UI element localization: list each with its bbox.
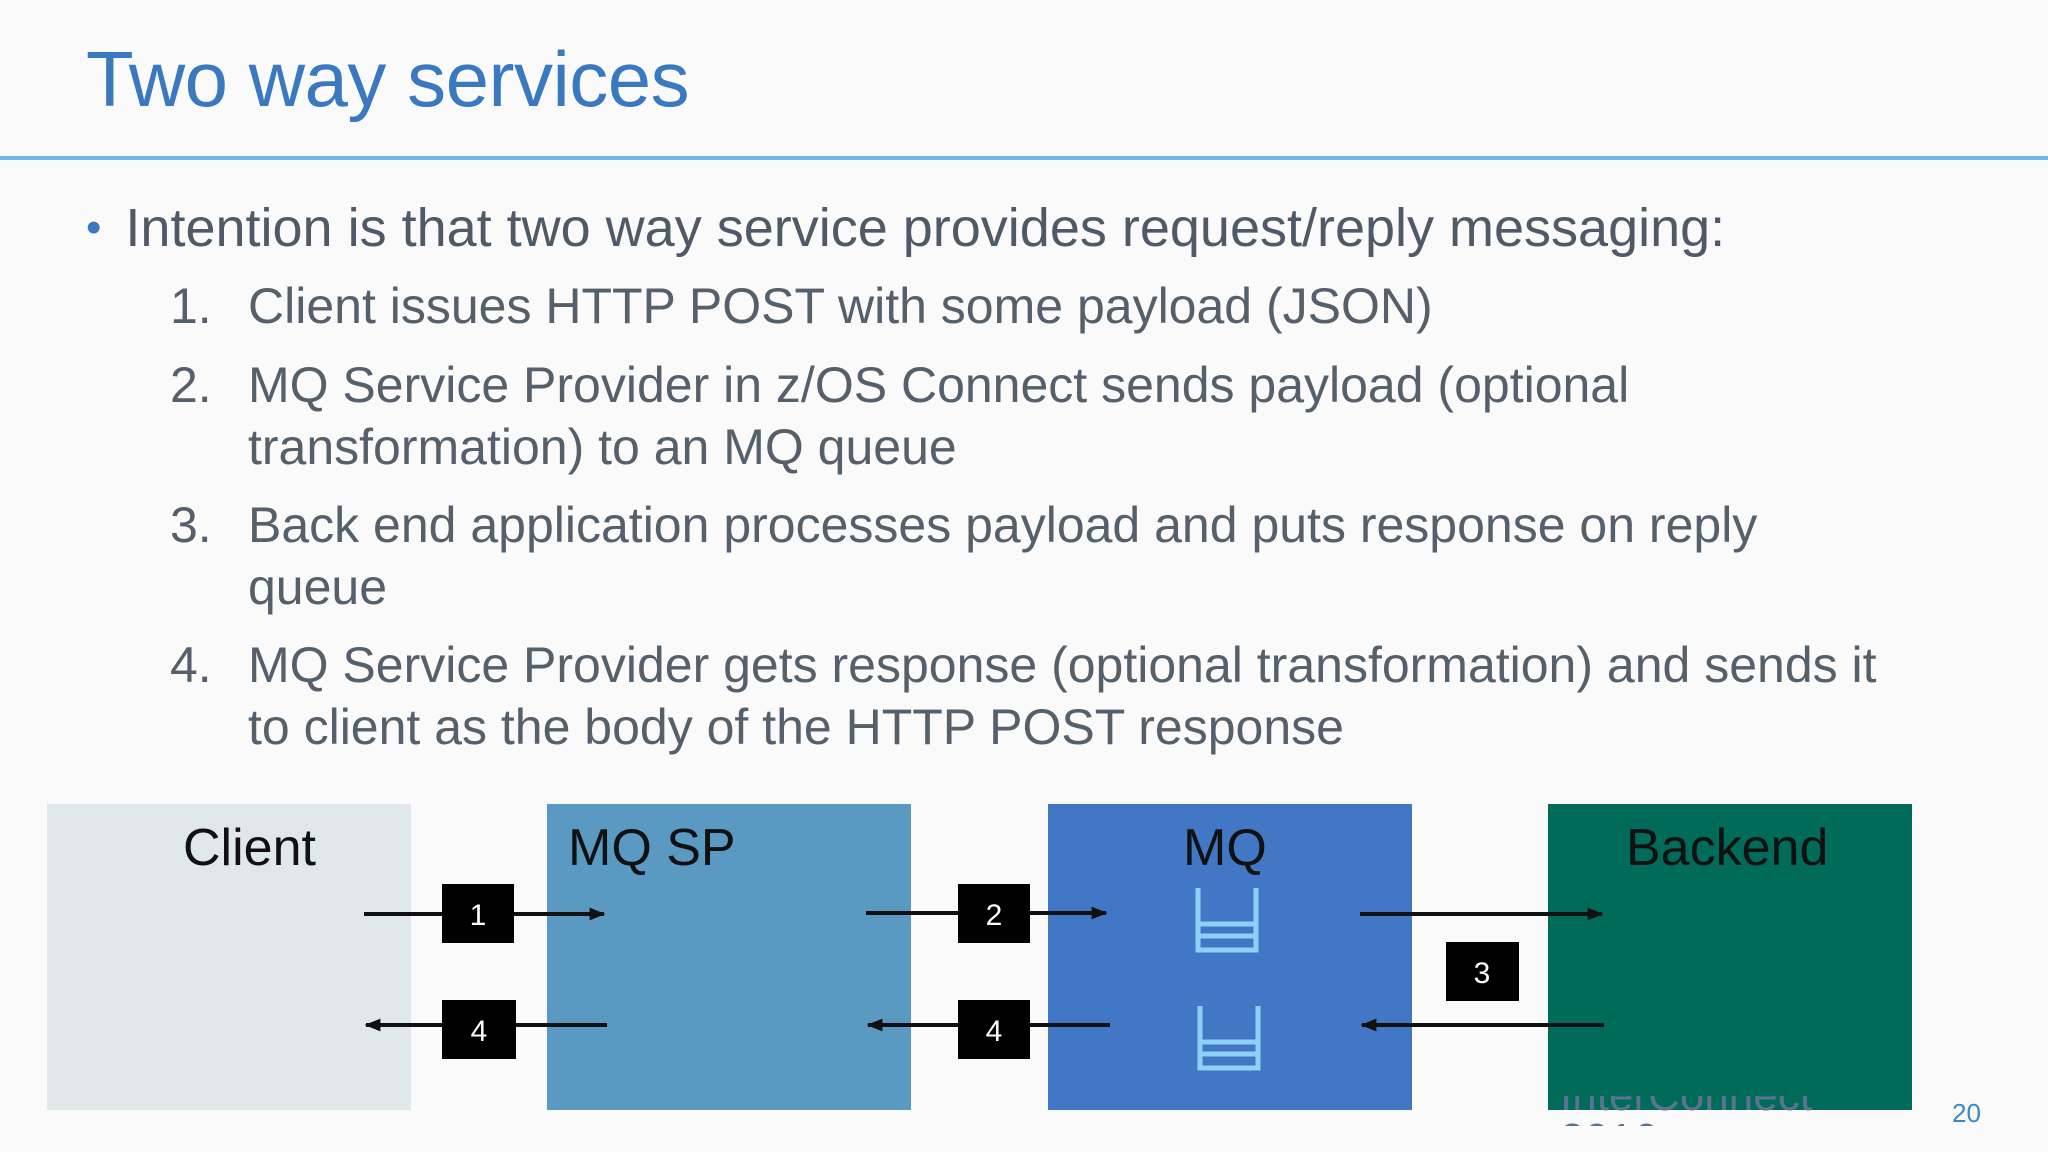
footer-conference-text: InterConnect 2016 <box>1560 1096 1812 1126</box>
list-item-number: 4. <box>170 637 212 693</box>
backend-label: Backend <box>1626 819 1829 877</box>
step-label-3: 3 <box>1474 957 1491 990</box>
step-label-1: 1 <box>470 899 487 932</box>
client-box: Client <box>47 804 411 1110</box>
step-label-4a: 4 <box>471 1015 488 1048</box>
mq-box: MQ <box>1048 804 1412 1110</box>
list-item-text: MQ Service Provider in z/OS Connect send… <box>248 357 1630 413</box>
mq-sp-box: MQ SP <box>547 804 911 1110</box>
client-label: Client <box>183 819 316 877</box>
title-divider <box>0 156 2048 160</box>
list-item-text: MQ Service Provider gets response (optio… <box>248 637 1877 693</box>
page-number: 20 <box>1952 1098 1981 1128</box>
step-badge-1 <box>442 884 514 943</box>
main-bullet: • Intention is that two way service provi… <box>86 196 1725 261</box>
mq-label: MQ <box>1183 819 1267 877</box>
list-item-number: 3. <box>170 497 212 553</box>
list-item-text: Back end application processes payload a… <box>248 497 1758 553</box>
mq-sp-label: MQ SP <box>568 819 736 877</box>
request-queue-icon <box>1195 888 1259 953</box>
list-item-text: Client issues HTTP POST with some payloa… <box>248 278 1433 334</box>
reply-queue-icon <box>1197 1006 1261 1071</box>
list-item-text-cont: transformation) to an MQ queue <box>248 419 957 475</box>
list-item-text-cont: queue <box>248 559 388 615</box>
step-badge-4a <box>442 1000 516 1059</box>
step-badge-3 <box>1446 942 1519 1001</box>
step-badge-2 <box>958 884 1030 943</box>
list-item-number: 1. <box>170 278 212 334</box>
step-badge-4b <box>958 1000 1030 1059</box>
bullet-dot-icon: • <box>86 203 102 252</box>
slide-title: Two way services <box>86 35 690 123</box>
step-label-4b: 4 <box>986 1015 1003 1048</box>
bullet-text: Intention is that two way service provid… <box>125 198 1726 258</box>
backend-box: Backend <box>1548 804 1912 1110</box>
list-item-number: 2. <box>170 357 212 413</box>
step-label-2: 2 <box>986 899 1003 932</box>
list-item-text-cont: to client as the body of the HTTP POST r… <box>248 699 1344 755</box>
footer-conference-name: InterConnect 2016 <box>1560 1096 1890 1126</box>
